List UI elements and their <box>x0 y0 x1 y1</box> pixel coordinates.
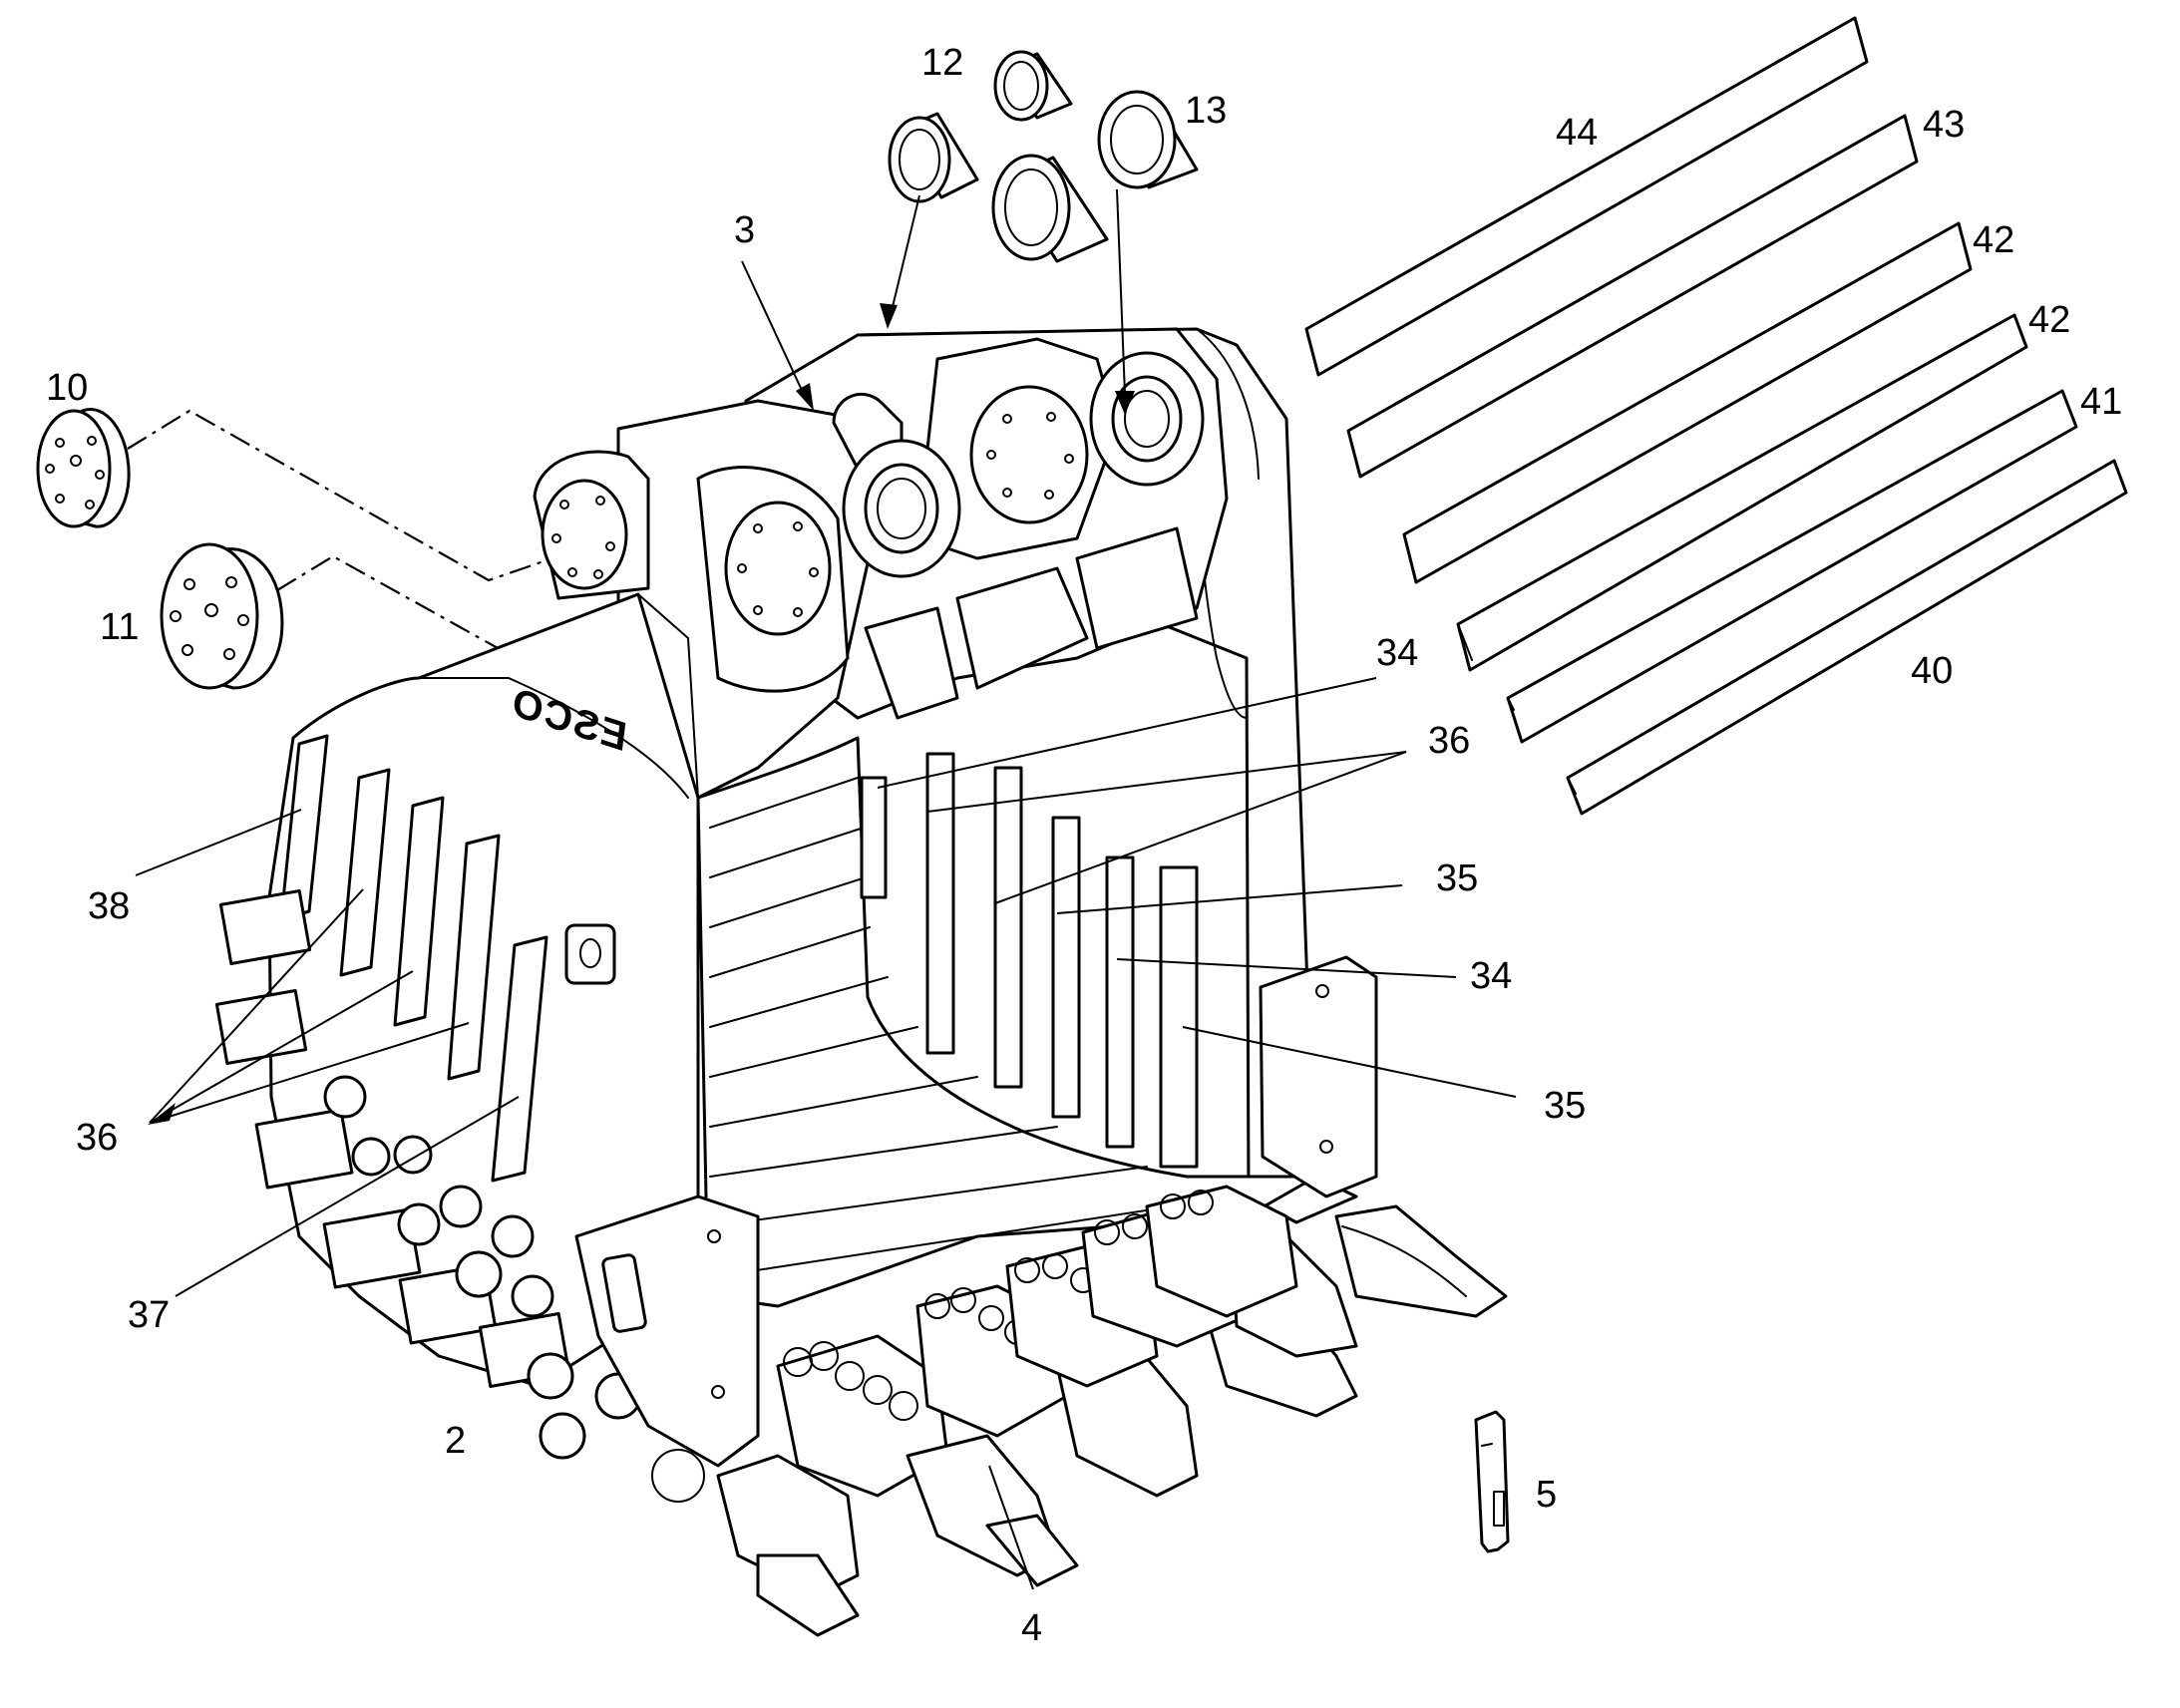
wear-strip-42-upper <box>1402 221 1973 584</box>
tooth-2 <box>906 1434 1079 1587</box>
lug-eye-mid <box>842 439 961 578</box>
tooth-6 <box>1334 1204 1508 1318</box>
leader-13 <box>1116 188 1126 396</box>
callout-36-right: 36 <box>1428 720 1471 762</box>
side-lifting-eye <box>564 923 616 985</box>
leader-4 <box>988 1465 1034 1590</box>
wear-strip-41 <box>1506 389 2078 744</box>
lug-wedge-brackets <box>864 526 1199 720</box>
pin-cover-11 <box>160 542 284 690</box>
leader-35a <box>1056 884 1403 914</box>
pin-cover-10 <box>36 408 131 528</box>
lug-eye-far-right <box>1089 351 1205 487</box>
leader-35b <box>1182 1026 1517 1098</box>
arrow-12 <box>880 303 898 329</box>
adapter-5 <box>1145 1185 1298 1318</box>
callout-44: 44 <box>1556 112 1599 154</box>
leader-3 <box>741 260 807 400</box>
callout-12: 12 <box>921 42 964 84</box>
callout-42-upper: 42 <box>1973 219 2015 261</box>
arrow-36b <box>148 1103 176 1125</box>
corner-shroud-left <box>574 1195 760 1468</box>
leader-34b <box>1116 958 1457 978</box>
bushing-top <box>993 50 1073 122</box>
corner-shroud-right <box>1259 955 1378 1198</box>
leader-37 <box>175 1096 520 1297</box>
callout-5: 5 <box>1536 1474 1558 1516</box>
arrow-3 <box>796 383 814 411</box>
callout-34-lower: 34 <box>1470 955 1513 997</box>
bucket-floor <box>696 736 1318 1308</box>
callout-40: 40 <box>1911 650 1954 692</box>
wear-strip-43 <box>1346 114 1919 479</box>
lug-eye-centre <box>696 466 850 693</box>
bushing-12 <box>888 112 979 203</box>
callout-36-left: 36 <box>76 1117 119 1159</box>
callout-37: 37 <box>128 1294 171 1336</box>
callout-10: 10 <box>46 367 89 409</box>
lug-eye-right <box>969 385 1089 524</box>
callout-2: 2 <box>445 1420 467 1462</box>
leader-36a-1 <box>926 751 1407 813</box>
dashed-leader-11 <box>276 554 739 684</box>
leader-36a-2 <box>994 751 1407 904</box>
side-liners-36 <box>339 768 501 1081</box>
tooth-1 <box>651 1449 860 1637</box>
leader-36b-3 <box>149 1022 470 1124</box>
dashed-leader-10 <box>127 409 599 582</box>
side-wear-pads <box>214 889 642 1460</box>
wear-strip-42-lower <box>1456 313 2028 672</box>
wear-strip-44 <box>1304 16 1869 377</box>
callout-35-lower: 35 <box>1544 1085 1587 1127</box>
side-liner-38 <box>279 734 329 921</box>
callout-4: 4 <box>1021 1607 1043 1649</box>
callout-11: 11 <box>100 606 140 648</box>
wear-strip-40 <box>1566 459 2128 816</box>
callout-3: 3 <box>734 209 756 251</box>
callout-41: 41 <box>2080 381 2123 423</box>
callout-43: 43 <box>1923 104 1966 146</box>
bushing-13 <box>1097 90 1199 189</box>
lug-eye-left <box>533 450 650 600</box>
leader-38 <box>135 809 302 876</box>
callout-13: 13 <box>1185 90 1228 132</box>
callout-38: 38 <box>88 885 131 927</box>
leader-36b-2 <box>149 970 414 1124</box>
leader-36b-1 <box>149 888 364 1124</box>
callout-34-upper: 34 <box>1376 632 1419 674</box>
arrow-13 <box>1115 391 1135 415</box>
rear-wall-liners <box>860 752 1199 1169</box>
leader-12 <box>891 194 920 312</box>
lock-pin-5 <box>1474 1410 1510 1553</box>
leader-34a <box>877 677 1377 789</box>
callout-35-upper: 35 <box>1436 857 1479 899</box>
bushing-middle <box>991 154 1109 263</box>
callout-42-lower: 42 <box>2028 299 2071 341</box>
side-liner-37 <box>491 935 548 1183</box>
